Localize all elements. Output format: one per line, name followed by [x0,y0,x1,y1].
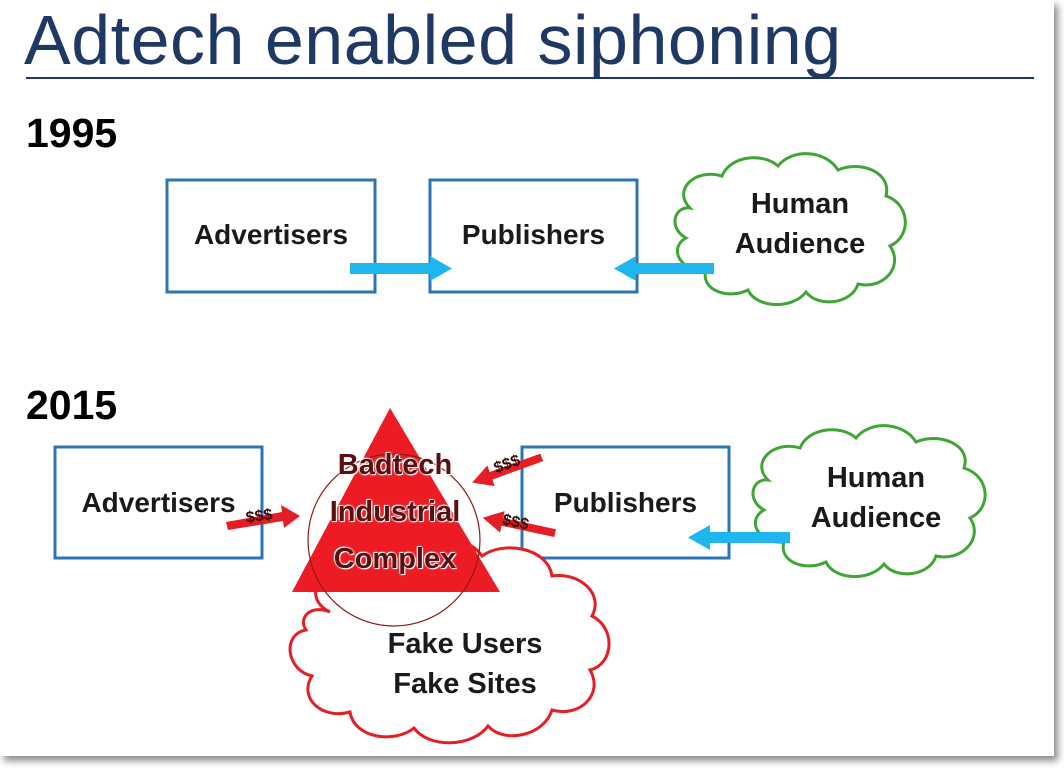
diagram-canvas [53,152,987,745]
arrow-advertisers-to-publishers-1995 [350,256,452,281]
advertisers-label-1995: Advertisers [193,219,349,250]
badtech-line1: Badtech [337,449,453,481]
badtech-circle [307,453,481,627]
arrow-audience-to-publishers-1995 [614,256,714,281]
year-2015-label: 2015 [26,382,118,428]
human-audience-line1: Human [750,188,850,220]
human-audience-line2: Audience [734,228,866,260]
human-audience-line1: Human [826,462,926,494]
publishers-label-1995: Publishers [461,219,606,250]
year-1995-label: 1995 [26,110,118,156]
money-arrow-advertisers-to-badtech [226,505,300,530]
slide-title: Adtech enabled siphoning [24,1,842,79]
advertisers-box-1995 [165,178,377,294]
human-audience-label-1995: Human Audience [700,184,900,264]
publishers-box-1995 [428,178,639,294]
badtech-line3: Complex [333,543,457,575]
publishers-label-2015: Publishers [553,487,698,518]
badtech-label: Badtech Industrial Complex [290,442,500,583]
fake-sites-line: Fake Sites [393,668,537,700]
badtech-line2: Industrial [329,496,461,528]
money-symbol-advertisers: $$$ [244,506,274,527]
human-audience-line2: Audience [810,502,942,534]
slide: Adtech enabled siphoning 1995 2015 [24,1,1034,745]
advertisers-label-2015: Advertisers [81,487,236,518]
human-audience-label-2015: Human Audience [776,458,976,538]
money-arrow-publishers-lower [482,511,556,538]
badtech-triangle [292,408,500,592]
advertisers-box-2015 [53,445,264,560]
fake-label: Fake Users Fake Sites [340,624,590,704]
title-underline [26,77,1034,79]
fake-users-line: Fake Users [387,628,543,660]
arrow-audience-to-publishers-2015 [688,525,790,550]
money-arrow-publishers-upper [472,453,544,487]
